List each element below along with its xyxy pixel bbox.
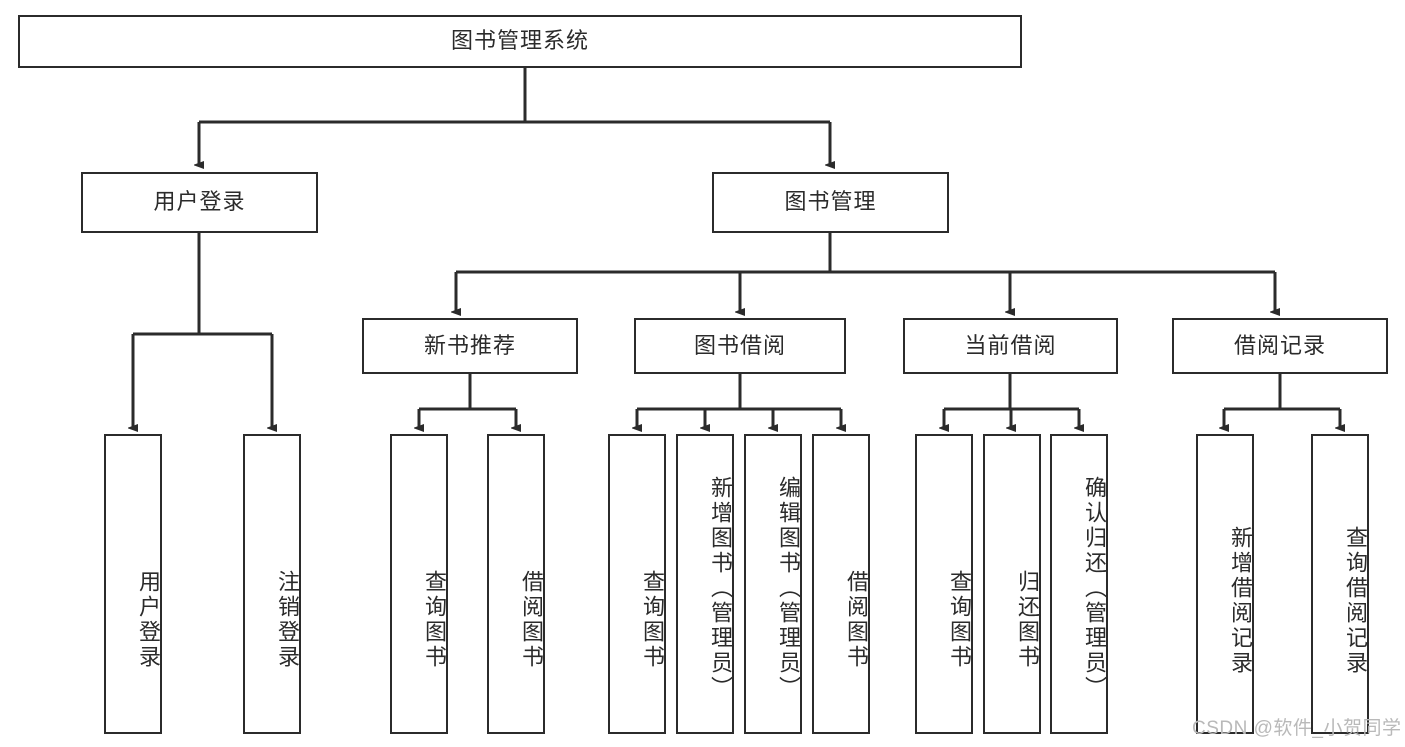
node-book-management-label: 图书管理 (784, 189, 877, 215)
node-current-borrow[interactable]: 当前借阅 (903, 318, 1118, 374)
node-borrow-record[interactable]: 借阅记录 (1172, 318, 1388, 374)
node-leaf-query-book-3-label: 查询图书 (947, 570, 972, 670)
node-leaf-query-book-2[interactable]: 查询图书 (608, 434, 666, 734)
node-current-borrow-label: 当前借阅 (964, 332, 1057, 358)
csdn-watermark: CSDN @软件_小贺同学 (1192, 718, 1402, 739)
node-new-book-recommend-label: 新书推荐 (423, 332, 516, 358)
node-leaf-borrow-book-2[interactable]: 借阅图书 (812, 434, 870, 734)
node-leaf-confirm-return-label: 确认归还（管理员） (1082, 475, 1107, 701)
node-leaf-query-book-1-label: 查询图书 (422, 570, 447, 670)
node-user-login-label: 用户登录 (153, 189, 246, 215)
node-leaf-add-book-label: 新增图书（管理员） (708, 475, 733, 701)
node-book-borrow-label: 图书借阅 (693, 332, 786, 358)
node-leaf-user-login-label: 用户登录 (136, 570, 161, 670)
node-leaf-return-book[interactable]: 归还图书 (983, 434, 1041, 734)
node-leaf-borrow-book-1[interactable]: 借阅图书 (487, 434, 545, 734)
node-leaf-confirm-return[interactable]: 确认归还（管理员） (1050, 434, 1108, 734)
node-leaf-user-login[interactable]: 用户登录 (104, 434, 162, 734)
node-book-management[interactable]: 图书管理 (712, 172, 949, 233)
node-leaf-query-book-2-label: 查询图书 (640, 570, 665, 670)
node-leaf-edit-book[interactable]: 编辑图书（管理员） (744, 434, 802, 734)
node-leaf-logout[interactable]: 注销登录 (243, 434, 301, 734)
node-leaf-query-record[interactable]: 查询借阅记录 (1311, 434, 1369, 734)
node-leaf-add-book[interactable]: 新增图书（管理员） (676, 434, 734, 734)
node-root-label: 图书管理系统 (450, 28, 589, 54)
node-root[interactable]: 图书管理系统 (18, 15, 1022, 68)
node-leaf-query-book-3[interactable]: 查询图书 (915, 434, 973, 734)
node-leaf-query-record-label: 查询借阅记录 (1343, 526, 1368, 676)
node-leaf-borrow-book-1-label: 借阅图书 (519, 570, 544, 670)
node-leaf-logout-label: 注销登录 (275, 570, 300, 670)
node-leaf-edit-book-label: 编辑图书（管理员） (776, 475, 801, 701)
node-leaf-add-record[interactable]: 新增借阅记录 (1196, 434, 1254, 734)
node-leaf-query-book-1[interactable]: 查询图书 (390, 434, 448, 734)
node-borrow-record-label: 借阅记录 (1233, 332, 1326, 358)
node-user-login[interactable]: 用户登录 (81, 172, 318, 233)
node-leaf-return-book-label: 归还图书 (1015, 570, 1040, 670)
node-leaf-add-record-label: 新增借阅记录 (1228, 526, 1253, 676)
node-book-borrow[interactable]: 图书借阅 (634, 318, 846, 374)
node-leaf-borrow-book-2-label: 借阅图书 (844, 570, 869, 670)
node-new-book-recommend[interactable]: 新书推荐 (362, 318, 578, 374)
